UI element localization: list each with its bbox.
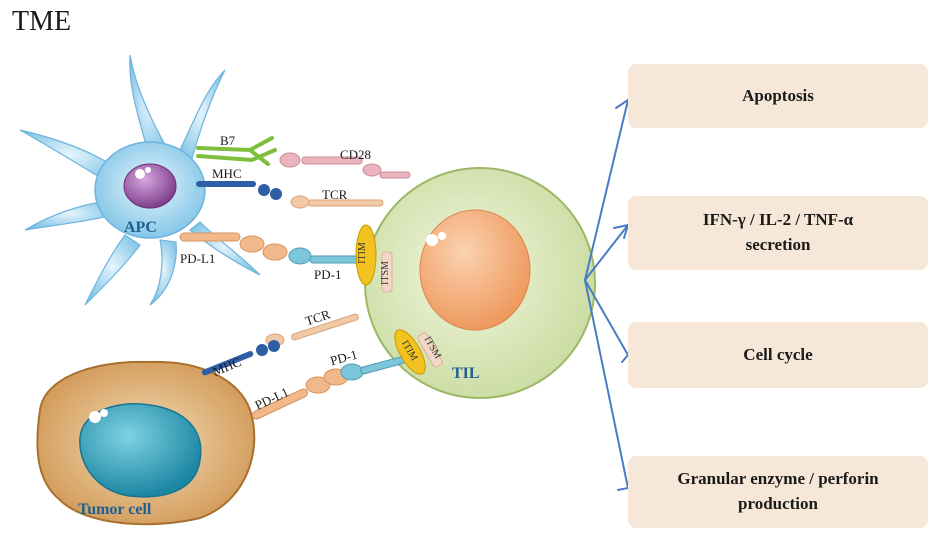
outcome-cytokine-line2: secretion	[745, 235, 811, 254]
b7-label: B7	[220, 133, 236, 148]
outcome-cell-cycle: Cell cycle	[628, 322, 928, 388]
mhc-tumor	[201, 340, 280, 376]
inhibit-granular-enzyme	[584, 279, 629, 489]
outcome-granular-line1: Granular enzyme / perforin	[677, 469, 879, 489]
cd28-receptor	[279, 152, 411, 179]
til-label: TIL	[452, 365, 480, 382]
outcome-cytokine-secretion: IFN-γ / IL-2 / TNF-α secretion	[628, 196, 928, 270]
itim-upper-label: ITIM	[356, 242, 368, 264]
pd1-apc-label: PD-1	[314, 267, 342, 282]
apc-cell	[19, 54, 261, 306]
cd28-label: CD28	[340, 147, 372, 162]
outcome-granular-enzyme: Granular enzyme / perforin production	[628, 456, 928, 528]
apc-label: APC	[124, 219, 157, 236]
pdl1-apc	[179, 232, 288, 261]
mhc-apc-label: MHC	[212, 166, 242, 181]
outcome-granular-line2: production	[738, 494, 818, 513]
b7-receptor	[196, 136, 277, 166]
mhc-apc	[196, 181, 282, 200]
tumor-cell	[36, 360, 256, 526]
outcome-apoptosis: Apoptosis	[628, 64, 928, 128]
diagram-title: TME	[12, 6, 72, 37]
itim-itsm-upper	[355, 224, 393, 293]
itim-itsm-lower	[394, 329, 443, 375]
pd1-apc	[288, 247, 361, 265]
signal-lines	[584, 99, 629, 489]
pd1-tumor	[340, 356, 406, 381]
arrow-apoptosis	[584, 99, 629, 281]
arrow-cytokine-secretion	[584, 224, 629, 281]
outcome-cell-cycle-text: Cell cycle	[743, 344, 813, 364]
pdl1-apc-label: PD-L1	[180, 251, 216, 266]
itsm-upper-label: ITSM	[379, 261, 391, 285]
tcr-apc	[290, 195, 384, 209]
tumor-label: Tumor cell	[78, 501, 152, 518]
arrowheads	[613, 98, 639, 491]
tcr-apc-label: TCR	[322, 187, 348, 202]
inhibit-cell-cycle	[584, 279, 629, 356]
outcome-apoptosis-text: Apoptosis	[742, 85, 814, 105]
outcome-cytokine-line1: IFN-γ / IL-2 / TNF-α	[702, 210, 854, 230]
